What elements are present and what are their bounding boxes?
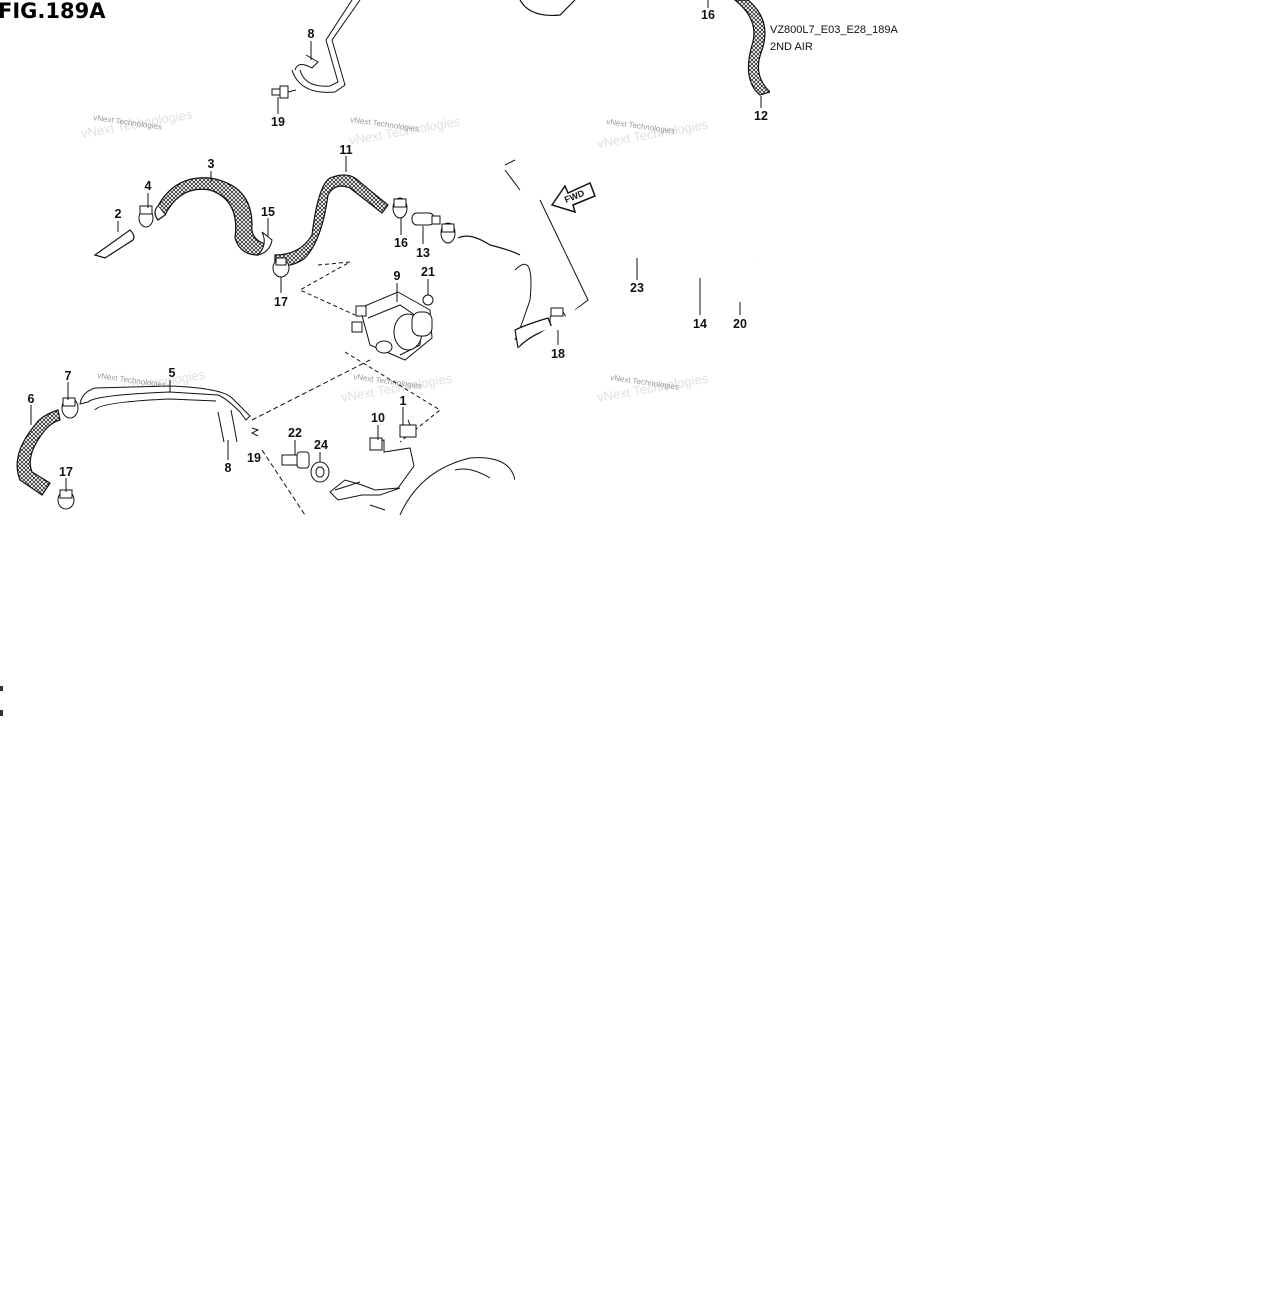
figure-title: FIG.189A (0, 0, 106, 23)
callout-1: 1 (400, 394, 407, 408)
upper-pipe-8 (291, 0, 361, 93)
hose-2 (93, 229, 135, 259)
clamp-7 (61, 397, 79, 419)
callout-17-upper: 17 (274, 295, 288, 309)
callout-16-mid: 16 (394, 236, 408, 250)
hose-right-connector (457, 235, 521, 256)
callout-9: 9 (394, 269, 401, 283)
air-cleaner-edge (504, 159, 589, 311)
callout-22: 22 (288, 426, 302, 440)
callout-2: 2 (115, 207, 122, 221)
hose-6 (16, 409, 61, 496)
callout-10: 10 (371, 411, 385, 425)
callout-6: 6 (28, 392, 35, 406)
collar-24 (310, 461, 330, 483)
lower-bolt (369, 504, 386, 511)
washer-21 (422, 294, 434, 306)
callout-23: 23 (630, 281, 644, 295)
bracket-10 (329, 437, 415, 501)
clamp-15 (256, 231, 273, 256)
diagram-caption: 2ND AIR (770, 41, 813, 53)
forward-arrow: FWD (550, 181, 596, 214)
lower-housing (399, 457, 516, 515)
callout-24: 24 (314, 438, 328, 452)
callout-15: 15 (261, 205, 275, 219)
callout-21: 21 (421, 265, 435, 279)
callout-20: 20 (733, 317, 747, 331)
callout-13: 13 (416, 246, 430, 260)
callout-17-lower: 17 (59, 465, 73, 479)
edge-artifact-2 (0, 710, 3, 716)
side-cover-14 (653, 259, 761, 301)
pipe-5 (79, 385, 251, 421)
joint-pipe-13 (411, 212, 441, 226)
parts-drawing: FWD (16, 0, 770, 515)
clamp-17-upper (272, 257, 290, 278)
hose-3 (157, 177, 270, 256)
callout-19-lower: 19 (247, 451, 261, 465)
bolt-1 (399, 419, 417, 438)
screw-19-lower (250, 427, 260, 437)
callout-7: 7 (65, 369, 72, 383)
clamp-right (440, 222, 456, 244)
callout-8-lower: 8 (225, 461, 232, 475)
assembly-line-valve (298, 261, 356, 316)
edge-artifact-1 (0, 686, 3, 691)
hose-top-left (519, 0, 576, 17)
hose-11 (274, 174, 389, 267)
leader-lines (30, 0, 762, 492)
bolt-20 (697, 275, 748, 305)
clamp-upper (294, 54, 319, 71)
clamp-4 (138, 205, 154, 228)
watermark-group: vNext Technologies vNext Technologies vN… (80, 107, 710, 405)
callout-3: 3 (208, 157, 215, 171)
callout-19-top: 19 (271, 115, 285, 129)
hose-12 (733, 0, 770, 96)
callout-16-top: 16 (701, 8, 715, 22)
callout-11: 11 (339, 143, 352, 157)
clamp-17-lower (57, 489, 75, 510)
bolt-19-upper (271, 85, 297, 99)
bolt-22 (281, 451, 310, 469)
clamp-18 (549, 307, 567, 331)
callout-4: 4 (145, 179, 152, 193)
callout-18: 18 (551, 347, 565, 361)
callout-labels: 16 8 19 12 3 11 4 2 15 16 13 17 9 21 23 … (28, 8, 768, 479)
callout-5: 5 (169, 366, 176, 380)
callout-14: 14 (693, 317, 707, 331)
reed-valve-9 (351, 291, 433, 361)
clamp-16 (392, 197, 408, 219)
bolt-8-lower (217, 409, 238, 443)
drawing-code: VZ800L7_E03_E28_189A (770, 24, 898, 36)
callout-12: 12 (754, 109, 768, 123)
callout-8-top: 8 (308, 27, 315, 41)
hose-18 (514, 317, 553, 350)
